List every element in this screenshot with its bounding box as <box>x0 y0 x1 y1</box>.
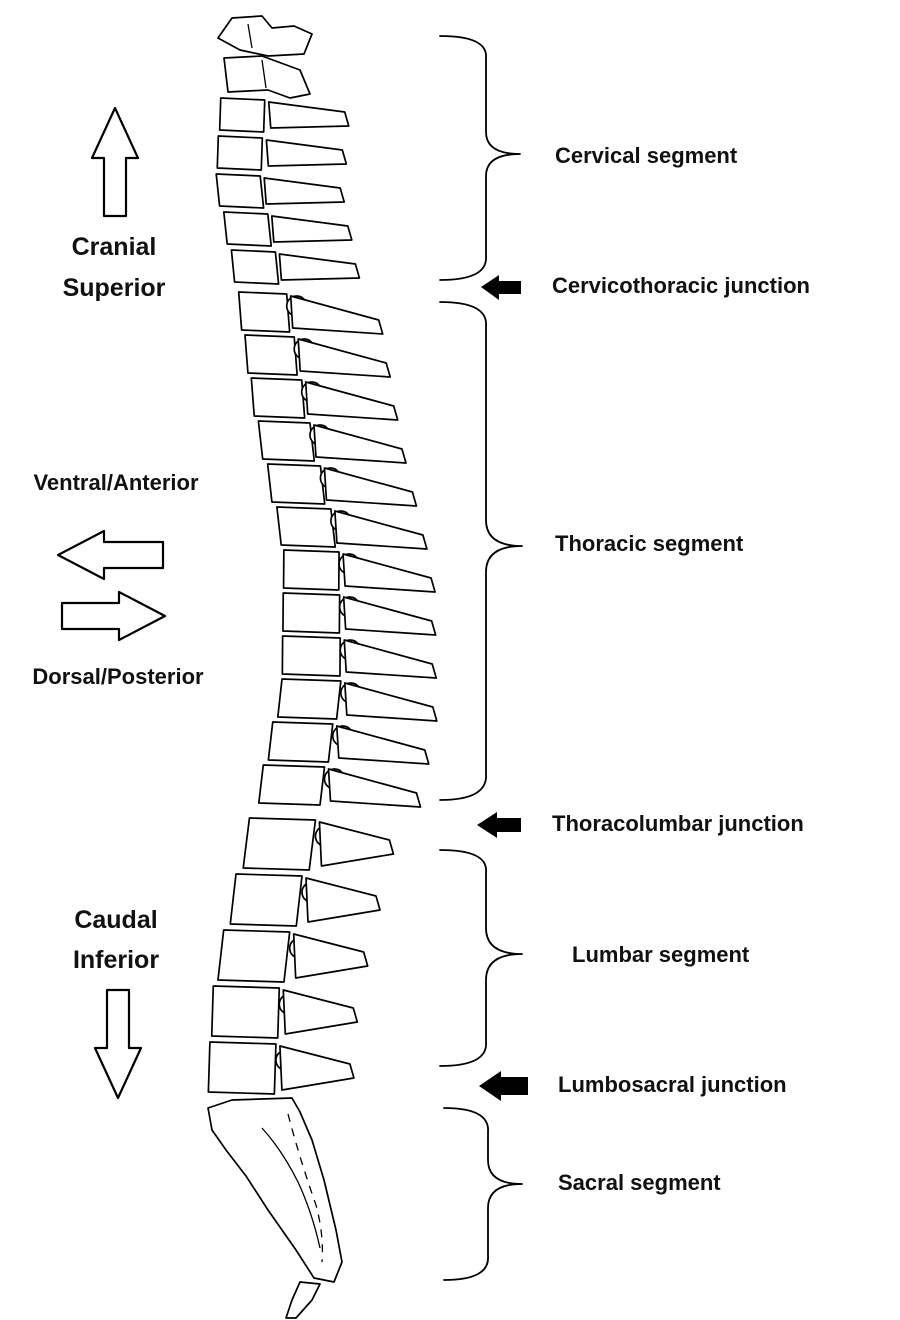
spine-illustration <box>208 16 437 1318</box>
lumbosacral-pointer-icon <box>479 1071 528 1101</box>
cervicothoracic-pointer-icon <box>481 275 521 300</box>
thoracolumbar-junction-label: Thoracolumbar junction <box>552 811 804 836</box>
cervical-segment-label: Cervical segment <box>555 143 738 168</box>
thoracic-brace <box>440 302 522 800</box>
sacral-brace <box>444 1108 522 1280</box>
cranial-arrow-icon <box>92 108 138 216</box>
lumbar-segment-label: Lumbar segment <box>572 942 750 967</box>
cervicothoracic-junction-label: Cervicothoracic junction <box>552 273 810 298</box>
dorsal-arrow-icon <box>62 592 165 640</box>
dorsal-posterior-label: Dorsal/Posterior <box>32 664 204 689</box>
inferior-label: Inferior <box>73 946 159 974</box>
thoracic-segment-label: Thoracic segment <box>555 531 744 556</box>
caudal-arrow-icon <box>95 990 141 1098</box>
cranial-label: Cranial <box>72 233 157 261</box>
thoracolumbar-pointer-icon <box>477 812 521 838</box>
cervical-brace <box>440 36 520 280</box>
lumbosacral-junction-label: Lumbosacral junction <box>558 1072 787 1097</box>
caudal-label: Caudal <box>74 906 157 934</box>
ventral-arrow-icon <box>58 531 163 579</box>
lumbar-brace <box>440 850 522 1066</box>
superior-label: Superior <box>63 274 166 302</box>
ventral-anterior-label: Ventral/Anterior <box>33 470 198 495</box>
sacral-segment-label: Sacral segment <box>558 1170 721 1195</box>
